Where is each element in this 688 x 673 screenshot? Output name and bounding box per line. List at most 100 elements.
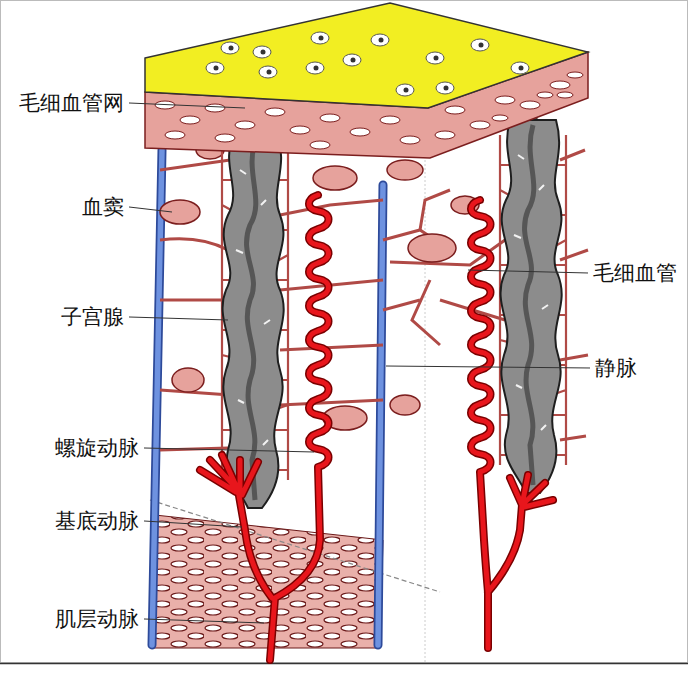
artery — [471, 200, 553, 648]
epithelium-surface — [206, 32, 529, 96]
epithelium-surface — [434, 56, 439, 61]
epithelium-surface — [436, 82, 454, 94]
blood-sinus — [160, 141, 479, 430]
part-label: 子宫腺 — [60, 305, 125, 329]
part-label: 基底动脉 — [54, 509, 140, 533]
epithelium-surface — [444, 86, 449, 91]
capillary — [280, 200, 383, 215]
part-label: 毛细血管网 — [18, 91, 125, 115]
capillary-network — [205, 104, 225, 112]
epithelium-surface — [261, 50, 266, 55]
blood-sinus — [387, 160, 423, 180]
artery — [200, 195, 329, 660]
epithelium-surface — [343, 54, 361, 66]
leader-line — [144, 448, 314, 452]
capillary-network — [235, 121, 255, 129]
epithelium-surface — [206, 62, 224, 74]
capillary — [383, 300, 420, 310]
capillary-network — [495, 96, 515, 104]
capillary-network — [557, 92, 573, 98]
vein — [152, 150, 162, 645]
capillary-network — [290, 126, 310, 134]
capillary — [420, 190, 450, 230]
uterine-gland — [222, 92, 288, 508]
capillary — [160, 299, 226, 302]
epithelium-surface — [519, 66, 524, 71]
capillary — [160, 160, 230, 170]
epithelium-surface — [379, 38, 384, 43]
capillary-network — [165, 131, 185, 139]
part-label: 血窦 — [81, 195, 125, 219]
capillary-network — [380, 116, 400, 124]
epithelium-surface — [311, 32, 329, 44]
epithelium-surface — [306, 62, 324, 74]
blood-sinus — [160, 200, 200, 224]
capillary-network — [550, 81, 570, 89]
epithelium-surface — [511, 62, 529, 74]
leader-line — [468, 270, 588, 273]
vein — [378, 185, 383, 645]
artery — [200, 195, 329, 660]
epithelium-surface — [259, 66, 277, 78]
blood-sinus — [408, 234, 456, 262]
epithelium-surface — [229, 46, 234, 51]
capillary — [560, 150, 588, 440]
frame-bottom — [0, 663, 688, 665]
leader-line — [129, 103, 245, 108]
uterine-gland — [500, 77, 566, 493]
part-label: 螺旋动脉 — [54, 436, 140, 460]
capillary-network — [400, 136, 420, 144]
blood-sinus — [313, 166, 357, 190]
capillary-network — [215, 134, 235, 142]
epithelium-surface — [351, 58, 356, 63]
capillary-network — [567, 72, 583, 78]
epithelium-surface — [267, 70, 272, 75]
capillary-network — [320, 114, 340, 122]
epithelium-surface — [253, 46, 271, 58]
capillary-network — [435, 131, 455, 139]
part-label: 肌层动脉 — [54, 607, 140, 631]
leader-line — [129, 317, 228, 320]
epithelium-surface — [471, 39, 489, 51]
basal-layer — [150, 500, 440, 592]
capillary — [160, 239, 228, 250]
epithelium-surface — [145, 3, 588, 108]
basal-layer — [152, 515, 383, 648]
epithelium-surface — [426, 52, 444, 64]
part-label: 毛细血管 — [592, 261, 678, 285]
capillary-network — [350, 128, 370, 136]
epithelium-surface — [314, 66, 319, 71]
leader-line — [144, 619, 264, 623]
epithelium-surface — [221, 42, 239, 54]
capillary-network — [520, 101, 540, 109]
leader-line — [386, 366, 590, 368]
capillary-network — [492, 115, 508, 121]
basal-layer — [150, 500, 440, 648]
capillary-network — [180, 116, 200, 124]
artery — [471, 200, 553, 648]
epithelium-surface — [404, 88, 409, 93]
capillary-network — [265, 108, 285, 116]
blood-sinus — [390, 395, 420, 415]
capillary-network — [537, 92, 553, 98]
leader-line — [144, 521, 242, 527]
epithelium-surface — [479, 43, 484, 48]
epithelium-surface — [371, 34, 389, 46]
vein — [152, 150, 162, 645]
epithelium-surface — [396, 84, 414, 96]
leader-line — [129, 207, 172, 212]
epithelium-surface — [214, 66, 219, 71]
epithelium-surface — [214, 36, 524, 93]
capillary-network — [310, 141, 330, 149]
capillary-network — [445, 106, 465, 114]
part-label: 静脉 — [594, 356, 638, 380]
artery — [200, 195, 553, 660]
capillary — [280, 345, 383, 350]
block-edge — [425, 108, 426, 663]
capillary-network — [470, 121, 490, 129]
capillary — [412, 280, 440, 345]
capillary — [280, 400, 383, 405]
blood-sinus — [172, 368, 204, 392]
